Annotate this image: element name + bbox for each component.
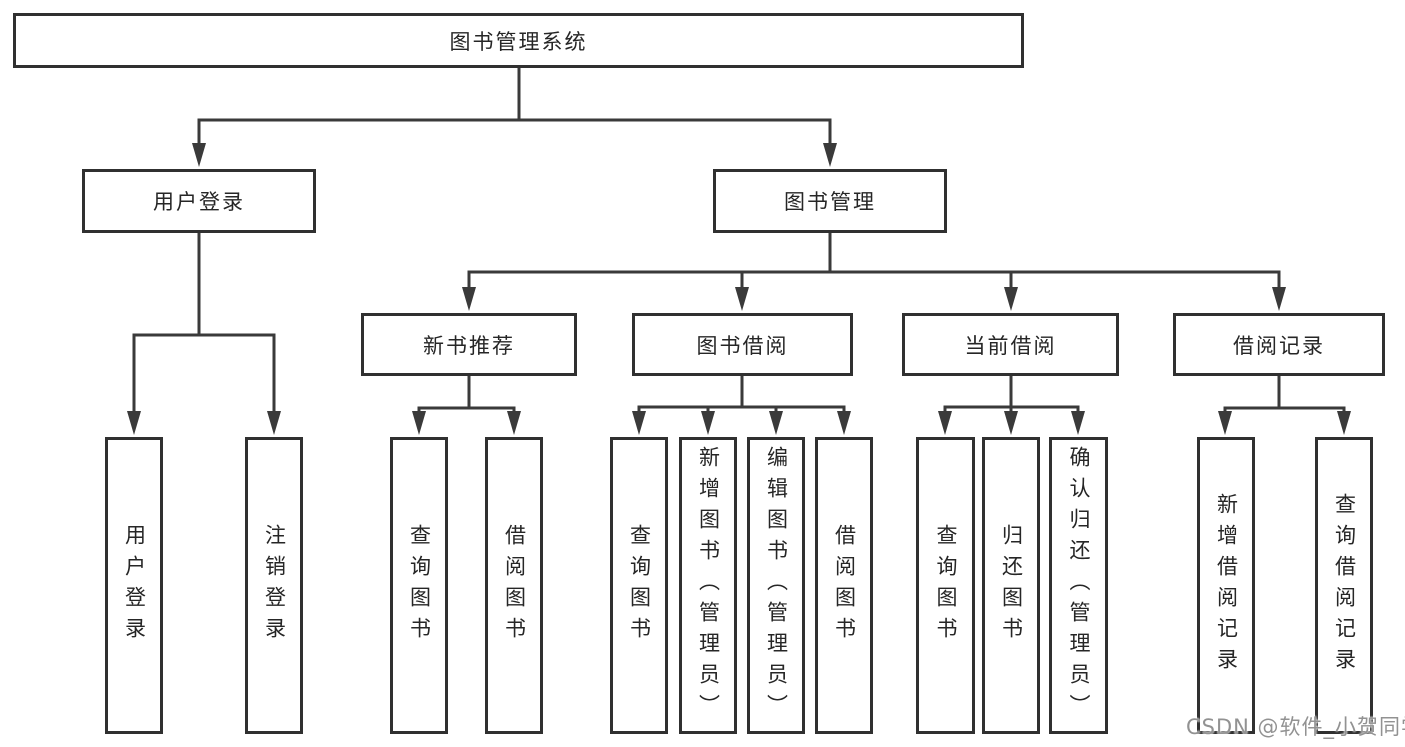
leaf-label: 新增图书（管理员） bbox=[696, 446, 721, 725]
node-book-management: 图书管理 bbox=[713, 169, 947, 233]
leaf-logout: 注销登录 bbox=[245, 437, 303, 734]
connector-borrow-records-to-leaves bbox=[1218, 376, 1351, 435]
node-new-book-recommend: 新书推荐 bbox=[361, 313, 577, 376]
leaf-label: 借阅图书 bbox=[502, 523, 527, 648]
leaf-label: 查询图书 bbox=[934, 523, 958, 648]
leaf-return-books: 归还图书 bbox=[982, 437, 1040, 734]
node-book-borrow: 图书借阅 bbox=[632, 313, 853, 376]
leaf-label: 归还图书 bbox=[999, 523, 1024, 648]
connector-book-management-to-level3 bbox=[462, 233, 1286, 311]
leaf-user-login: 用户登录 bbox=[105, 437, 163, 734]
leaf-label: 确认归还（管理员） bbox=[1067, 446, 1091, 725]
node-label: 新书推荐 bbox=[423, 333, 515, 358]
leaf-add-borrow-record: 新增借阅记录 bbox=[1197, 437, 1255, 734]
node-label: 借阅记录 bbox=[1233, 333, 1325, 358]
leaf-query-books-current: 查询图书 bbox=[916, 437, 975, 734]
leaf-query-borrow-record: 查询借阅记录 bbox=[1315, 437, 1373, 734]
leaf-add-book-admin: 新增图书（管理员） bbox=[679, 437, 737, 734]
connector-book-borrow-to-leaves bbox=[632, 376, 851, 435]
node-library-management-system: 图书管理系统 bbox=[13, 13, 1024, 68]
leaf-borrow-books: 借阅图书 bbox=[815, 437, 873, 734]
leaf-label: 查询图书 bbox=[407, 523, 432, 648]
leaf-label: 查询图书 bbox=[627, 523, 652, 648]
leaf-label: 注销登录 bbox=[262, 523, 287, 648]
node-borrow-records: 借阅记录 bbox=[1173, 313, 1385, 376]
node-label: 用户登录 bbox=[153, 190, 245, 214]
node-label: 图书管理 bbox=[784, 190, 876, 214]
connector-root-to-level2 bbox=[192, 66, 837, 167]
node-user-login: 用户登录 bbox=[82, 169, 316, 233]
connector-current-borrow-to-leaves bbox=[938, 376, 1085, 435]
leaf-query-books-recommend: 查询图书 bbox=[390, 437, 448, 734]
node-current-borrow: 当前借阅 bbox=[902, 313, 1119, 376]
node-label: 图书管理系统 bbox=[449, 29, 588, 54]
leaf-label: 查询借阅记录 bbox=[1332, 492, 1357, 679]
connector-user-login-to-leaves bbox=[127, 233, 281, 435]
connector-new-book-recommend-to-leaves bbox=[412, 376, 521, 435]
node-label: 当前借阅 bbox=[964, 333, 1057, 358]
leaf-label: 借阅图书 bbox=[832, 523, 857, 648]
leaf-query-books-borrow: 查询图书 bbox=[610, 437, 668, 734]
leaf-edit-book-admin: 编辑图书（管理员） bbox=[747, 437, 805, 734]
node-label: 图书借阅 bbox=[696, 333, 789, 358]
csdn-watermark: CSDN @软件_小贺同学 bbox=[1186, 715, 1405, 739]
leaf-confirm-return-admin: 确认归还（管理员） bbox=[1049, 437, 1108, 734]
leaf-label: 用户登录 bbox=[122, 523, 147, 648]
leaf-label: 编辑图书（管理员） bbox=[764, 446, 789, 725]
leaf-borrow-books-recommend: 借阅图书 bbox=[485, 437, 543, 734]
leaf-label: 新增借阅记录 bbox=[1214, 492, 1239, 679]
